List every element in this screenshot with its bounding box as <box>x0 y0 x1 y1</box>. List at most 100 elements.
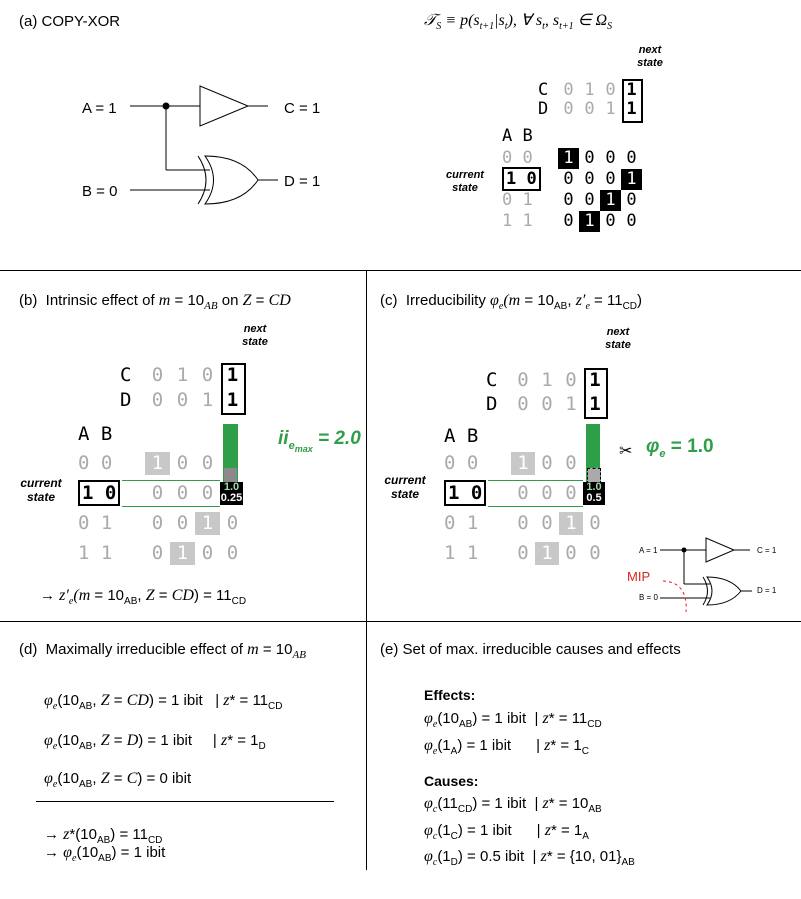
current-state-3: 1 1 <box>78 542 113 564</box>
tpm-cell-1-3: 1 <box>621 169 642 190</box>
tpm-cell-3-1: 1 <box>535 542 559 565</box>
tpm-c-row-d: D <box>486 393 498 415</box>
tpm-cell-2-1: 0 <box>584 190 595 210</box>
tpm-c-row-c: C <box>486 369 498 391</box>
tpm-cell-0-2: 0 <box>605 148 616 168</box>
tpm-b-ab: A B <box>78 423 113 445</box>
scissors-icon: ✂ <box>619 443 633 460</box>
tpm-a-row-c: C <box>538 80 549 100</box>
panel-d-line-2: φe(10AB, Z = D) = 1 ibit | z* = 1D <box>44 732 266 753</box>
next-state-d-2: 1 <box>605 99 616 119</box>
tpm-b-row-c: C <box>120 364 132 386</box>
panel-a-formula: 𝒯S ≡ p(st+1|st), ∀ st, st+1 ∈ ΩS <box>424 12 613 33</box>
divider-h2 <box>0 621 801 622</box>
mini-output-d: D = 1 <box>757 586 777 595</box>
next-state-d-2: 1 <box>565 393 577 415</box>
tpm-cell-1-0: 0 <box>151 482 164 504</box>
cause-2: φc(1C) = 1 ibit | z* = 1A <box>424 822 589 843</box>
next-state-c-1: 1 <box>584 80 595 100</box>
tpm-cell-1-2: 0 <box>201 482 214 504</box>
output-d-label: D = 1 <box>284 173 321 190</box>
tpm-cell-2-0: 0 <box>517 512 529 534</box>
mini-input-b: B = 0 <box>639 593 658 602</box>
selected-row-outline <box>488 480 583 507</box>
current-state-1: 1 0 <box>502 167 541 191</box>
current-state-2: 0 1 <box>444 512 479 534</box>
tpm-a-ab: A B <box>502 126 533 146</box>
current-state-0: 0 0 <box>78 452 113 474</box>
tpm-cell-2-2: 1 <box>600 190 621 211</box>
tpm-cell-0-1: 0 <box>176 452 189 474</box>
tpm-cell-1-2: 0 <box>605 169 616 189</box>
ii-emax-label: iiemax = 2.0 <box>278 428 361 454</box>
tpm-cell-3-2: 0 <box>201 542 214 564</box>
tpm-cell-0-0: 1 <box>145 452 170 475</box>
next-state-c-0: 0 <box>517 369 529 391</box>
current-state-3: 1 1 <box>502 211 533 231</box>
tpm-cell-0-2: 0 <box>201 452 214 474</box>
tpm-cell-2-0: 0 <box>563 190 574 210</box>
copy-xor-circuit <box>130 85 278 205</box>
effects-heading: Effects: <box>424 687 476 703</box>
next-state-c-3: 1 <box>589 369 601 391</box>
mip-label: MIP <box>627 569 651 584</box>
tpm-cell-3-2: 0 <box>605 211 616 231</box>
output-c-label: C = 1 <box>284 100 321 117</box>
tpm-cell-3-0: 0 <box>517 542 529 564</box>
cause-3: φc(1D) = 0.5 ibit | z* = {10, 01}AB <box>424 848 635 869</box>
divider-h1 <box>0 270 801 271</box>
effect-bar-part <box>224 468 237 482</box>
tpm-cell-0-1: 0 <box>584 148 595 168</box>
tpm-cell-2-0: 0 <box>151 512 164 534</box>
effect-value-bottom: 0.25 <box>220 492 243 504</box>
next-state-c-0: 0 <box>563 80 574 100</box>
next-state-c-1: 1 <box>176 364 189 386</box>
next-state-highlight-box <box>622 79 643 123</box>
next-state-d-1: 0 <box>584 99 595 119</box>
current-state-1: 1 0 <box>78 480 121 506</box>
divider-v <box>366 270 367 870</box>
next-state-c-2: 0 <box>605 80 616 100</box>
effect-2: φe(1A) = 1 ibit | z* = 1C <box>424 737 589 758</box>
tpm-cell-0-1: 0 <box>541 452 553 474</box>
tpm-cell-0-0: 1 <box>558 148 579 169</box>
cause-1: φc(11CD) = 1 ibit | z* = 10AB <box>424 795 602 816</box>
next-state-d-0: 0 <box>563 99 574 119</box>
panel-d-res-2: → φe(10AB) = 1 ibit <box>44 844 166 865</box>
mini-input-a: A = 1 <box>639 546 658 555</box>
next-state-c-2: 0 <box>565 369 577 391</box>
next-state-highlight-box <box>584 368 608 419</box>
effect-1: φe(10AB) = 1 ibit | z* = 11CD <box>424 710 602 731</box>
input-a-label: A = 1 <box>82 100 117 117</box>
effect-value-top: 1.0 <box>586 481 602 493</box>
next-state-d-0: 0 <box>151 389 164 411</box>
next-state-c-0: 0 <box>151 364 164 386</box>
tpm-cell-1-0: 0 <box>517 482 529 504</box>
tpm-cell-3-1: 1 <box>170 542 195 565</box>
panel-b-result: → z′e(m = 10AB, Z = CD) = 11CD <box>40 587 247 608</box>
tpm-cell-2-3: 0 <box>589 512 601 534</box>
tpm-cell-1-2: 0 <box>565 482 577 504</box>
tpm-cell-0-2: 0 <box>565 452 577 474</box>
panel-e-title: (e) Set of max. irreducible causes and e… <box>380 641 681 658</box>
next-state-c-1: 1 <box>541 369 553 391</box>
tpm-cell-3-3: 0 <box>589 542 601 564</box>
tpm-cell-2-2: 1 <box>559 512 583 535</box>
tpm-cell-1-1: 0 <box>541 482 553 504</box>
panel-a-title: (a) COPY-XOR <box>19 13 121 30</box>
panel-b-title: (b) Intrinsic effect of m = 10AB on Z = … <box>19 292 291 312</box>
panel-d-res-1: → z*(10AB) = 11CD <box>44 826 163 846</box>
next-state-c-2: 0 <box>201 364 214 386</box>
current-state-0: 0 0 <box>502 148 533 168</box>
tpm-cell-0-3: 0 <box>626 148 637 168</box>
phi-e-label: φe = 1.0 <box>646 436 714 460</box>
next-state-c-3: 1 <box>626 80 637 100</box>
current-state-2: 0 1 <box>502 190 533 210</box>
tpm-cell-3-3: 0 <box>226 542 239 564</box>
